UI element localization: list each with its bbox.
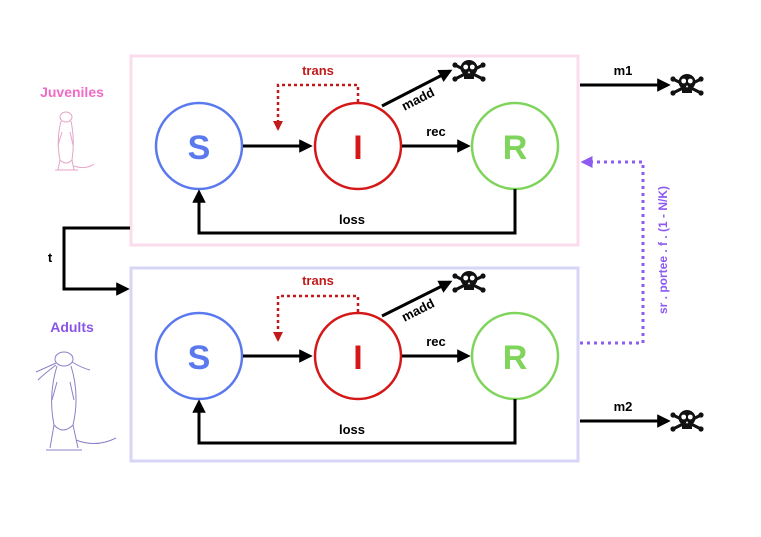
juvenile-I-label: I	[353, 129, 362, 167]
adult-loss-label: loss	[339, 422, 365, 437]
adult-madd-death-icon	[450, 269, 488, 295]
juvenile-R-label: R	[503, 129, 528, 167]
meerkat-adult-icon	[35, 351, 117, 451]
reproduction-arrow	[580, 156, 645, 345]
adult-box	[129, 266, 580, 463]
juvenile-madd-arrow	[381, 69, 453, 108]
juvenile-trans-arrow	[273, 83, 360, 131]
adults-label: Adults	[50, 319, 94, 335]
adult-I-label: I	[353, 339, 362, 377]
juvenile-trans-label: trans	[302, 63, 334, 78]
juvenile-S-node	[154, 101, 244, 191]
m1-death-icon	[668, 72, 706, 98]
m1-label: m1	[614, 63, 633, 78]
reproduction-label: sr . portee . f . (1 - N/K)	[656, 186, 670, 314]
adult-madd-arrow	[381, 280, 453, 318]
juvenile-madd-death-icon	[450, 58, 488, 84]
t-label: t	[48, 250, 53, 265]
adult-madd-label: madd	[399, 295, 437, 324]
adult-trans-label: trans	[302, 273, 334, 288]
juvenile-loss-arrow	[192, 189, 517, 235]
adult-trans-arrow	[273, 294, 360, 342]
m2-death-icon	[668, 408, 706, 434]
juvenile-box	[129, 54, 580, 247]
adult-rec-label: rec	[426, 334, 446, 349]
adult-S-node	[154, 311, 244, 401]
adult-I-node	[313, 311, 403, 401]
juvenile-loss-label: loss	[339, 212, 365, 227]
juvenile-rec-label: rec	[426, 124, 446, 139]
juveniles-label: Juveniles	[40, 84, 104, 100]
t-transition-arrow	[62, 226, 130, 296]
m2-label: m2	[614, 399, 633, 414]
juvenile-I-node	[313, 101, 403, 191]
adult-loss-arrow	[192, 399, 517, 445]
meerkat-juvenile-icon	[55, 111, 95, 171]
adult-S-label: S	[188, 339, 211, 377]
juvenile-S-label: S	[188, 129, 211, 167]
adult-R-label: R	[503, 339, 528, 377]
